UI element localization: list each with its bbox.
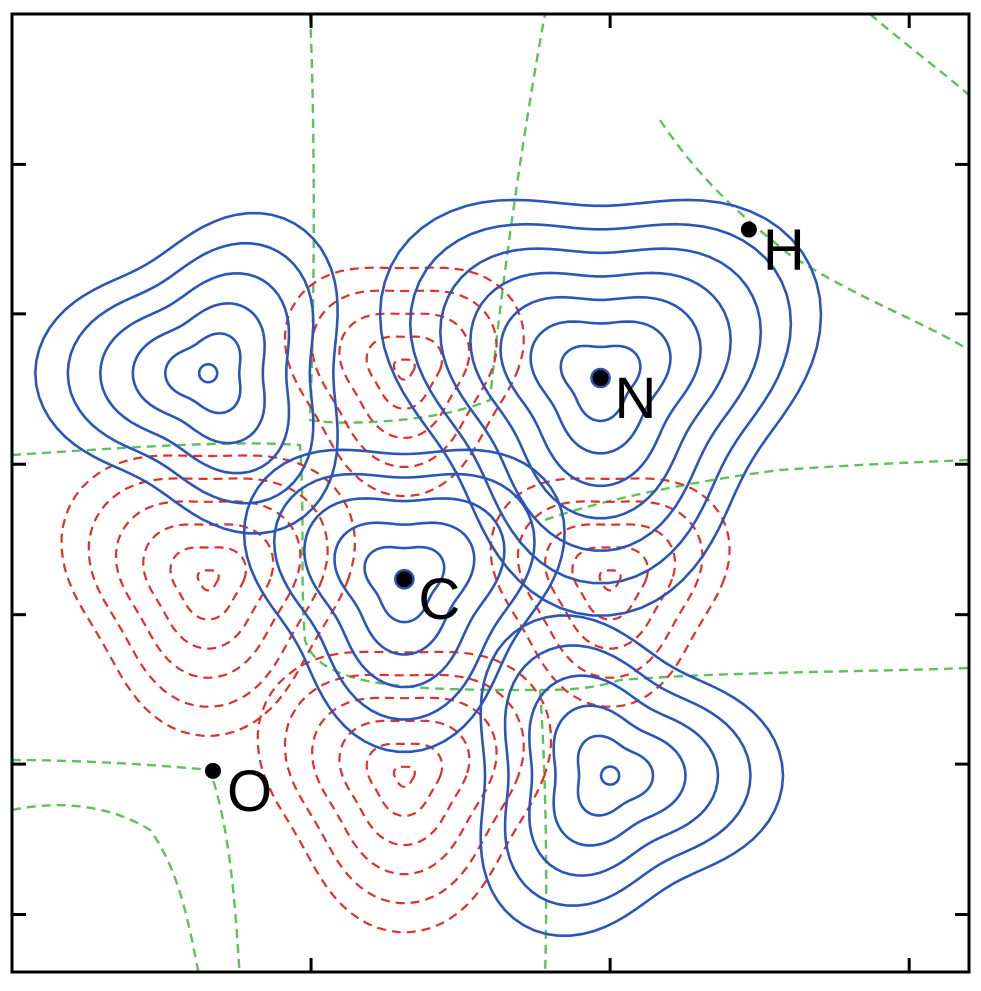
atom-marker-h [740, 221, 757, 238]
negative-contour-3-1 [365, 742, 444, 817]
positive-contour-1-4 [469, 271, 733, 520]
positive-contour-3-0 [599, 765, 621, 786]
negative-contour-0-1 [365, 335, 444, 410]
positive-contour-2-5 [242, 448, 566, 754]
negative-contour-1-5 [60, 454, 356, 737]
contour-lines [12, 14, 969, 972]
nodal-line-4 [659, 119, 969, 352]
nodal-line-3 [544, 458, 969, 522]
negative-contour-2-2 [544, 523, 677, 650]
atom-label-c: C [418, 567, 460, 632]
positive-contour-0-4 [66, 242, 315, 505]
negative-contour-3-3 [311, 696, 498, 876]
positive-contour-3-1 [576, 734, 655, 817]
plot-frame [10, 12, 971, 974]
atom-label-h: H [763, 218, 805, 283]
negative-contour-0-0 [392, 358, 416, 381]
positive-contour-1-6 [408, 222, 793, 585]
axis-ticks [12, 12, 969, 972]
nodal-line-7 [12, 803, 200, 972]
positive-contour-1-0 [590, 367, 611, 389]
positive-contour-3-4 [503, 644, 752, 907]
positive-contour-0-2 [131, 302, 266, 445]
negative-contour-3-5 [256, 650, 553, 934]
positive-contour-0-0 [197, 363, 219, 384]
positive-contour-2-1 [363, 545, 446, 624]
negative-contour-1-2 [142, 523, 275, 650]
atom-marker-o [204, 762, 221, 779]
atom-markers: H N C O [204, 218, 805, 824]
positive-contour-1-3 [499, 295, 702, 488]
negative-contour-1-0 [196, 569, 220, 592]
nodal-line-6 [12, 758, 241, 972]
negative-contour-0-3 [311, 289, 498, 468]
positive-contour-2-2 [333, 521, 476, 656]
nodal-line-5 [869, 14, 969, 96]
negative-contour-1-1 [169, 546, 247, 621]
positive-contour-2-3 [302, 497, 506, 689]
positive-contour-1-5 [438, 247, 763, 552]
negative-contour-2-3 [516, 500, 704, 679]
negative-contour-3-2 [338, 719, 471, 847]
positive-contour-3-2 [552, 704, 687, 847]
negative-contour-2-0 [598, 569, 622, 592]
nodal-line-1 [308, 14, 547, 424]
negative-contour-0-4 [283, 266, 525, 498]
positive-contour-1-7 [378, 198, 823, 617]
positive-contour-2-4 [272, 472, 536, 721]
nodal-line-0 [12, 442, 969, 692]
positive-contour-1-2 [529, 320, 672, 455]
positive-contour-2-0 [394, 568, 415, 590]
negative-contour-0-2 [338, 312, 471, 439]
atom-label-n: N [615, 366, 657, 431]
nodal-line-2 [538, 689, 548, 972]
atom-marker-c [396, 571, 413, 588]
positive-contour-0-5 [33, 211, 339, 535]
positive-contour-3-3 [528, 674, 720, 877]
negative-contour-3-0 [392, 765, 416, 788]
negative-contour-3-4 [283, 673, 525, 905]
positive-contour-0-1 [163, 332, 242, 415]
atom-label-o: O [227, 759, 272, 824]
positive-contour-0-3 [98, 272, 291, 475]
positive-contour-3-5 [479, 614, 785, 937]
atom-marker-n [592, 370, 609, 387]
positive-contour-1-1 [559, 344, 642, 423]
